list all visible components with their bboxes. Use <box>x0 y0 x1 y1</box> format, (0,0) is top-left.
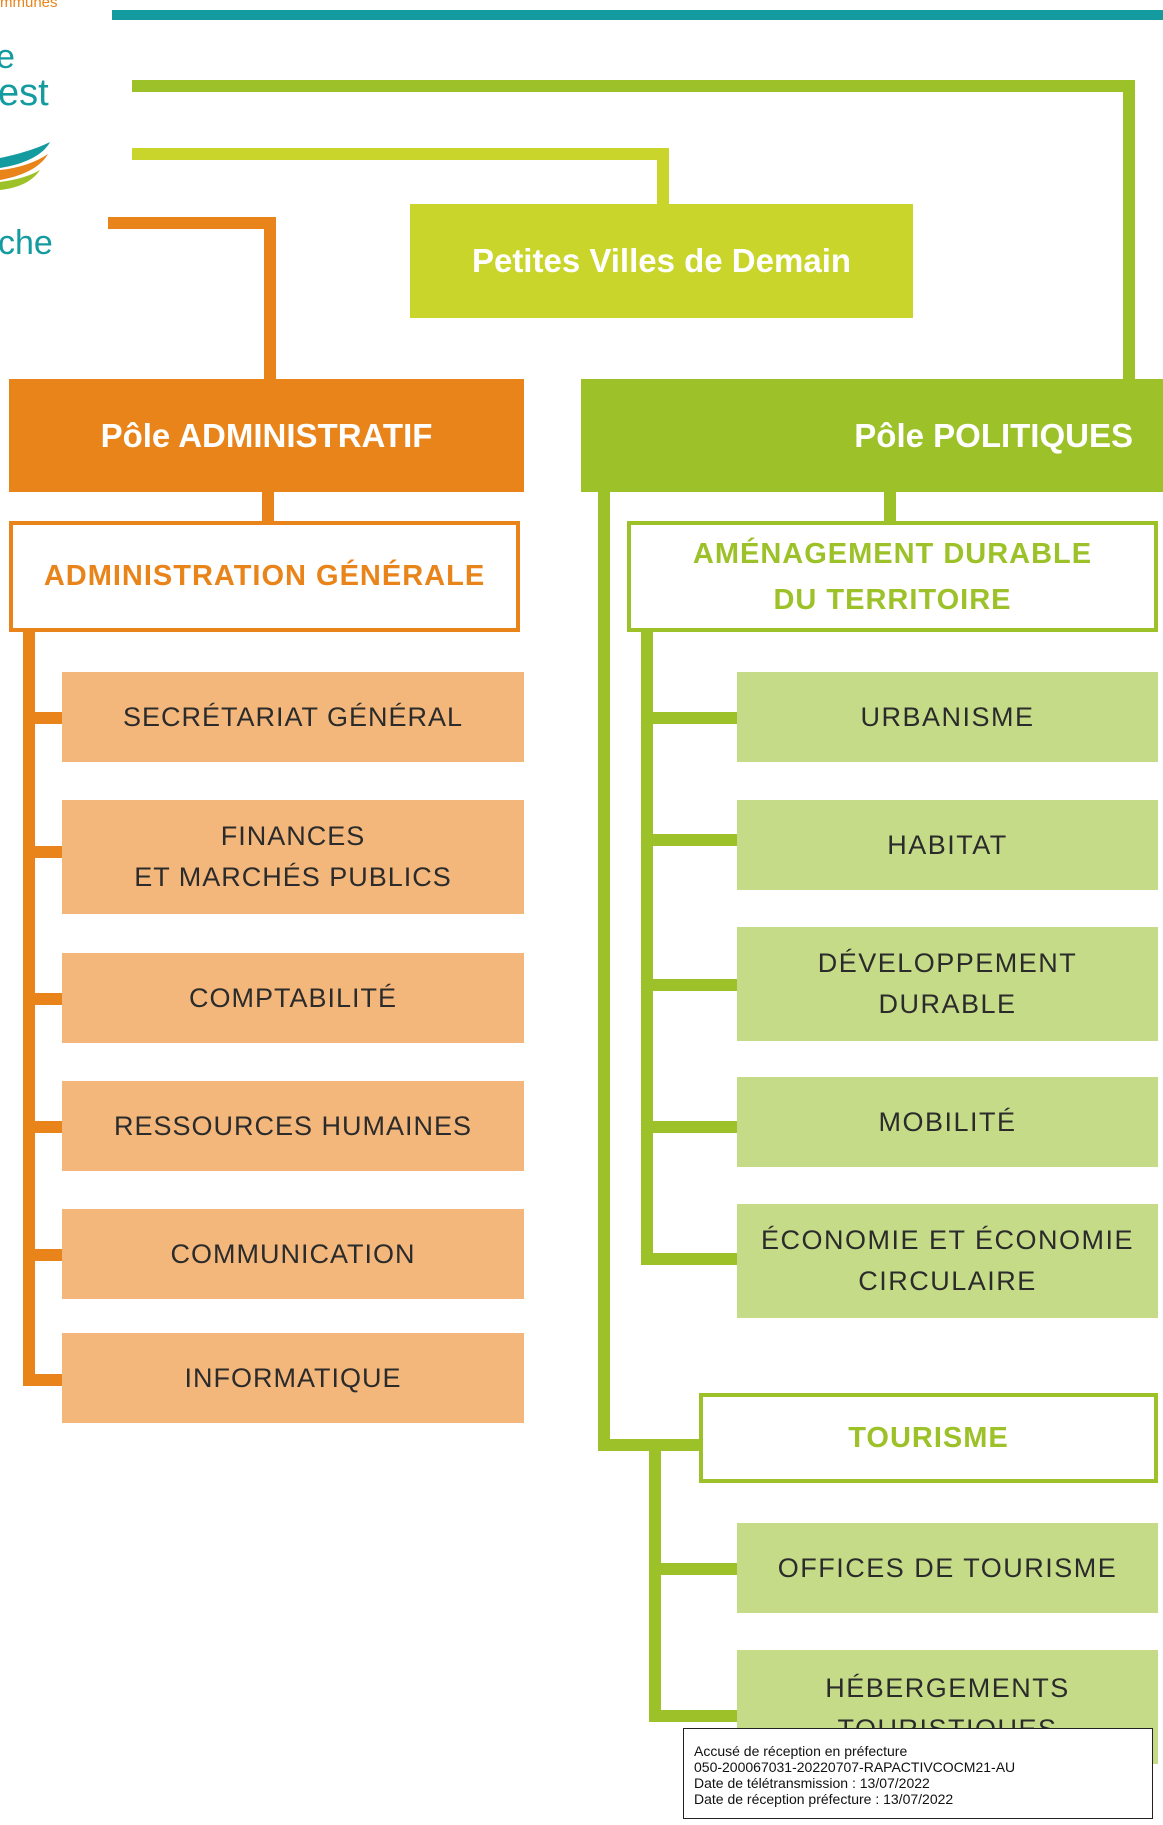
item-comptabilite: COMPTABILITÉ <box>62 953 524 1043</box>
logo-text-top: mmunes <box>0 0 58 11</box>
connector-admin-bottom <box>23 1374 63 1386</box>
logo-text-est: est <box>0 72 49 114</box>
stamp-line-2: 050-200067031-20220707-RAPACTIVCOCM21-AU <box>694 1759 1016 1775</box>
administration-generale-node: ADMINISTRATION GÉNÉRALE <box>9 521 520 632</box>
pole-politiques-header: Pôle POLITIQUES <box>581 379 1163 492</box>
item-habitat: HABITAT <box>737 800 1158 890</box>
connector-amenagement-tick-4 <box>641 1121 738 1133</box>
item-offices-de-tourisme: OFFICES DE TOURISME <box>737 1523 1158 1613</box>
item-communication: COMMUNICATION <box>62 1209 524 1299</box>
item-informatique: INFORMATIQUE <box>62 1333 524 1423</box>
connector-admin-sub <box>262 490 274 524</box>
item-mobilite: MOBILITÉ <box>737 1077 1158 1167</box>
top-teal-line <box>112 10 1163 20</box>
item-urbanisme: URBANISME <box>737 672 1158 762</box>
connector-orange-down <box>264 217 276 379</box>
item-economie-circulaire: ÉCONOMIE ET ÉCONOMIE CIRCULAIRE <box>737 1204 1158 1318</box>
connector-amenagement-spine <box>641 630 653 1265</box>
connector-green-right <box>1123 80 1135 382</box>
logo-text-e: e <box>0 38 15 76</box>
connector-admin-tick-2 <box>23 846 63 858</box>
connector-orange-top <box>108 217 276 229</box>
stamp-line-4: Date de réception préfecture : 13/07/202… <box>694 1791 954 1807</box>
connector-yellow-down <box>657 148 669 206</box>
connector-amenagement <box>884 490 896 524</box>
logo-text-che: che <box>0 224 53 262</box>
connector-amenagement-tick-2 <box>641 834 738 846</box>
connector-tourisme-spine <box>649 1439 661 1722</box>
connector-admin-tick-5 <box>23 1249 63 1261</box>
item-developpement-durable: DÉVELOPPEMENT DURABLE <box>737 927 1158 1041</box>
connector-amenagement-tick-3 <box>641 979 738 991</box>
connector-amenagement-bottom <box>641 1253 738 1265</box>
pole-administratif-header: Pôle ADMINISTRATIF <box>9 379 524 492</box>
item-ressources-humaines: RESSOURCES HUMAINES <box>62 1081 524 1171</box>
logo-swoosh-icon <box>0 142 50 190</box>
petites-villes-node: Petites Villes de Demain <box>410 204 913 318</box>
connector-politiques-spine <box>598 490 610 1451</box>
item-finances-marches-publics: FINANCES ET MARCHÉS PUBLICS <box>62 800 524 914</box>
amenagement-durable-node: AMÉNAGEMENT DURABLE DU TERRITOIRE <box>627 521 1158 632</box>
connector-amenagement-tick-1 <box>641 712 738 724</box>
item-secretariat-general: SECRÉTARIAT GÉNÉRAL <box>62 672 524 762</box>
prefecture-receipt-stamp: Accusé de réception en préfecture 050-20… <box>683 1728 1153 1819</box>
connector-green-top <box>132 80 1135 92</box>
connector-tourisme-tick-1 <box>649 1563 738 1575</box>
connector-admin-tick-3 <box>23 993 63 1005</box>
connector-yellow-top <box>132 148 669 160</box>
connector-admin-spine <box>23 630 35 1386</box>
tourisme-node: TOURISME <box>699 1393 1158 1483</box>
connector-tourisme-tick-2 <box>649 1710 738 1722</box>
connector-admin-tick-4 <box>23 1121 63 1133</box>
connector-admin-tick-1 <box>23 712 63 724</box>
stamp-line-3: Date de télétransmission : 13/07/2022 <box>694 1775 930 1791</box>
stamp-line-1: Accusé de réception en préfecture <box>694 1743 908 1759</box>
